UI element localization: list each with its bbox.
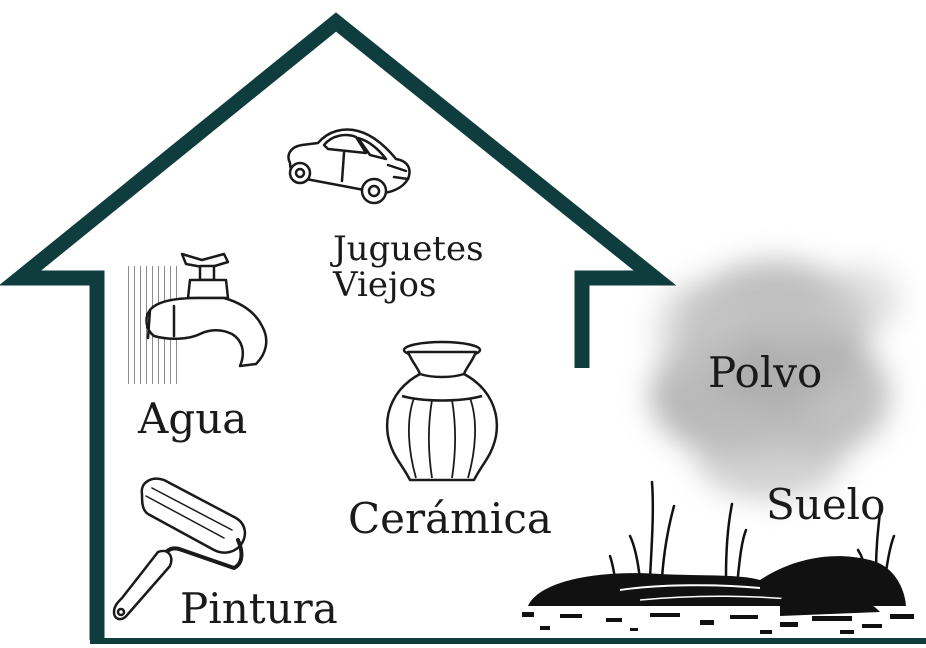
- soil-label: Suelo: [766, 480, 886, 529]
- water-label: Agua: [138, 394, 248, 443]
- soil-ground-icon: [522, 480, 914, 634]
- old-toys-label-line1: Juguetes: [333, 229, 484, 269]
- old-toys-label: Juguetes Viejos: [333, 229, 484, 305]
- toy-car-icon: [287, 128, 411, 205]
- paint-label: Pintura: [180, 584, 338, 633]
- house-outline: [0, 12, 926, 644]
- ceramic-label: Cerámica: [348, 494, 552, 543]
- ceramic-vase-icon: [385, 340, 499, 482]
- old-toys-label-line2: Viejos: [333, 264, 437, 305]
- faucet-icon: [128, 252, 268, 384]
- paint-roller-icon: [112, 477, 247, 621]
- dust-cloud-icon: [650, 260, 900, 500]
- dust-label: Polvo: [708, 348, 823, 397]
